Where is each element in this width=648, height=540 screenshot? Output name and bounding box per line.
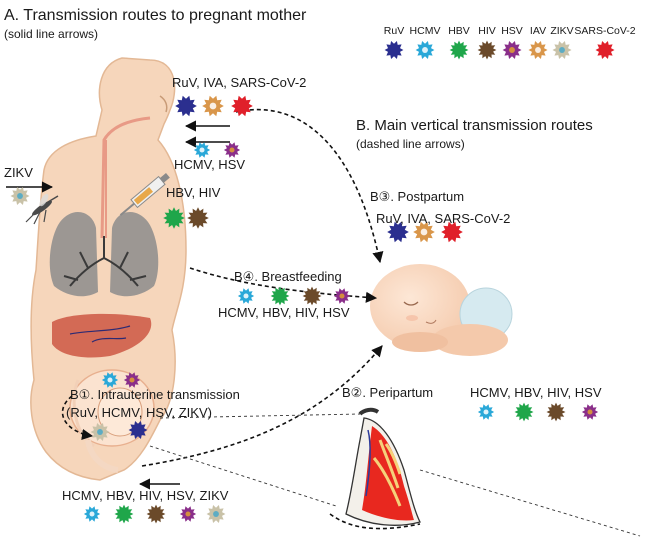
peripartum-viruses-label: HCMV, HBV, HIV, HSV [470, 385, 602, 400]
zikv-virus-icon [10, 187, 30, 205]
virus-icons [10, 40, 615, 524]
breastfeeding-label: B④. Breastfeeding [234, 269, 342, 284]
mother-body [30, 57, 187, 481]
hcmv-virus-icon [415, 41, 435, 59]
hcmv-virus-icon [237, 288, 255, 304]
iav-virus-icon [528, 41, 548, 59]
hbv-virus-icon [163, 207, 185, 229]
intrauterine-viruses-label: (RuV, HCMV, HSV, ZIKV) [66, 405, 212, 420]
section-b-subtitle: (dashed line arrows) [356, 137, 465, 151]
iav-virus-icon [202, 95, 224, 117]
placenta-section [345, 407, 421, 526]
ruv-virus-icon [175, 95, 197, 117]
zikv-virus-icon [206, 505, 226, 523]
route-mucosal-label: HCMV, HSV [174, 157, 246, 172]
intrauterine-label: B①. Intrauterine transmission [70, 387, 240, 402]
route-mosquito-label: ZIKV [4, 165, 33, 180]
peripartum-label: B②. Peripartum [342, 385, 434, 400]
legend-label-zikv: ZIKV [550, 25, 574, 37]
hbv-virus-icon [514, 402, 534, 422]
lungs [49, 211, 159, 297]
hcmv-virus-icon [83, 506, 101, 522]
mosquito-icon [25, 193, 59, 225]
hsv-virus-icon [333, 288, 351, 304]
liver [52, 313, 152, 358]
hbv-virus-icon [114, 504, 134, 524]
hsv-virus-icon [502, 41, 522, 59]
sars-cov-2-virus-icon [441, 221, 463, 243]
legend-label-iav: IAV [529, 25, 547, 37]
sars-cov-2-virus-icon [231, 95, 253, 117]
hsv-virus-icon [223, 142, 241, 158]
hiv-virus-icon [477, 40, 497, 60]
hsv-virus-icon [179, 506, 197, 522]
legend-label-hiv: HIV [478, 25, 496, 37]
zikv-virus-icon [90, 423, 110, 441]
route-blood-label: HBV, HIV [166, 185, 221, 200]
hiv-virus-icon [302, 286, 322, 306]
postpartum-label: B③. Postpartum [370, 189, 465, 204]
ruv-virus-icon [384, 41, 404, 59]
ruv-virus-icon [387, 221, 409, 243]
hcmv-virus-icon [477, 404, 495, 420]
iav-virus-icon [413, 221, 435, 243]
hiv-virus-icon [187, 207, 209, 229]
hbv-virus-icon [449, 40, 469, 60]
legend-label-hbv: HBV [448, 25, 470, 37]
hbv-virus-icon [270, 286, 290, 306]
legend-label-hcmv: HCMV [409, 25, 441, 37]
section-a-subtitle: (solid line arrows) [4, 27, 99, 41]
route-respiratory-label: RuV, IVA, SARS-CoV-2 [172, 75, 307, 90]
section-b-title: B. Main vertical transmission routes [356, 117, 593, 134]
breastfeeding-viruses-label: HCMV, HBV, HIV, HSV [218, 305, 350, 320]
dashed-arrows [61, 108, 421, 530]
hsv-virus-icon [581, 404, 599, 420]
syringe-icon [119, 172, 170, 216]
ruv-virus-icon [128, 421, 148, 439]
hcmv-virus-icon [101, 372, 119, 388]
section-a-title: A. Transmission routes to pregnant mothe… [4, 7, 307, 24]
hiv-virus-icon [546, 402, 566, 422]
placenta-connectors [149, 413, 641, 537]
zikv-virus-icon [552, 41, 572, 59]
hiv-virus-icon [146, 504, 166, 524]
route-genital-label: HCMV, HBV, HIV, HSV, ZIKV [62, 488, 229, 503]
hcmv-virus-icon [193, 142, 211, 158]
postpartum-viruses-label: RuV, IVA, SARS-CoV-2 [376, 211, 511, 226]
sleeping-baby [370, 264, 513, 356]
legend-label-ruv: RuV [383, 25, 405, 37]
sars-cov-2-virus-icon [595, 41, 615, 59]
solid-arrows [6, 120, 230, 490]
legend-label-sars-cov-2: SARS-CoV-2 [574, 25, 636, 37]
legend-label-hsv: HSV [501, 25, 523, 37]
hsv-virus-icon [123, 372, 141, 388]
